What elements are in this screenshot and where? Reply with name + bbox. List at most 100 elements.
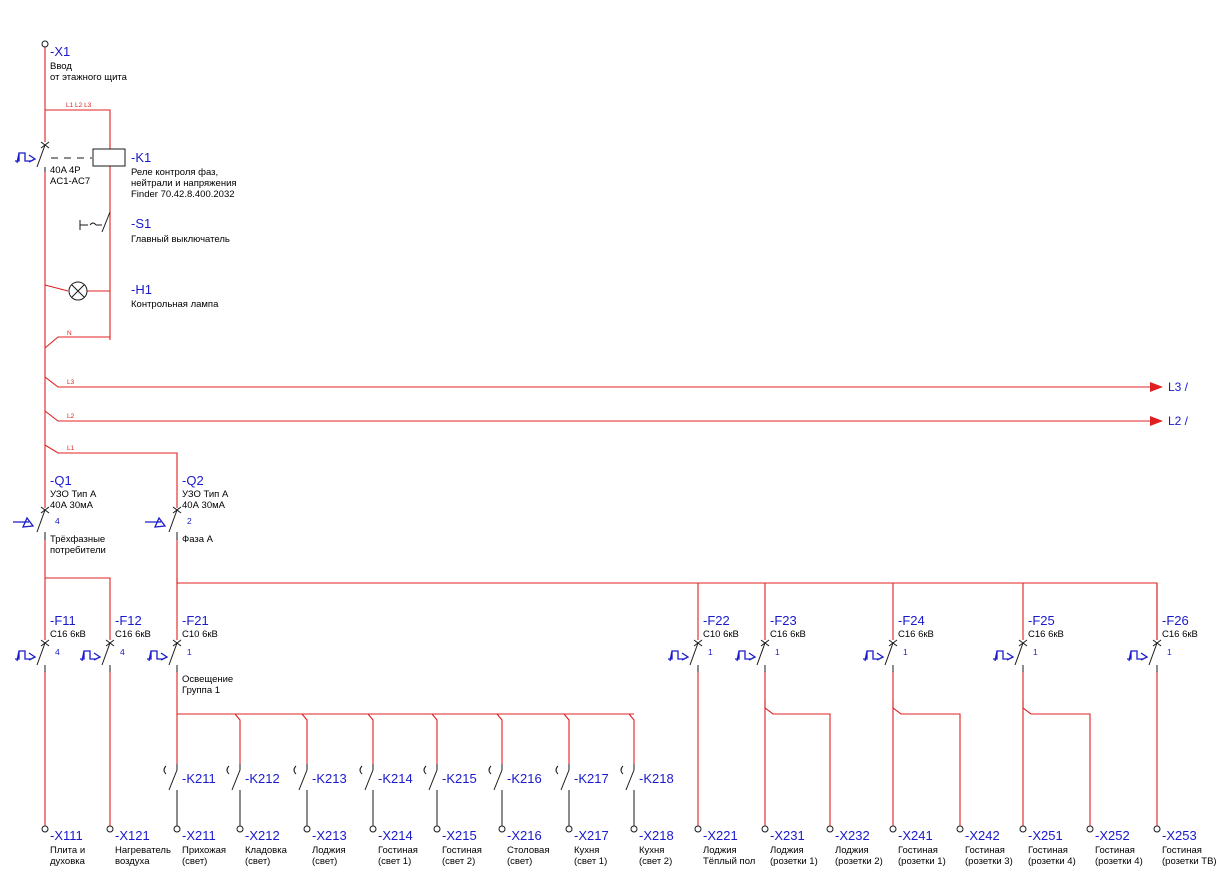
rcd-desc: 40А 30мА [182,500,226,511]
breaker-poles: 1 [187,647,192,657]
breaker-blade [101,642,111,666]
terminal-ref: -X232 [835,828,870,843]
relay-desc: Finder 70.42.8.400.2032 [131,189,235,200]
terminal-desc: (свет) [245,856,270,867]
breaker-blade [36,144,46,168]
lighting-drop [367,713,374,764]
terminal-icon [303,825,311,833]
breaker-blade [1148,642,1158,666]
terminal-ref: -X252 [1095,828,1130,843]
terminal-ref: -X218 [639,828,674,843]
terminal-ref: -X212 [245,828,280,843]
breaker-trip-mark [40,141,50,149]
breaker-trip-mark [1152,639,1162,647]
switch--K216 [488,764,503,826]
contact-blade [364,769,374,791]
rcd-actuator-icon [145,516,167,528]
rcd--Q1 [13,506,50,540]
contact-blade [428,769,438,791]
terminal-ref: -X211 [182,828,216,843]
lighting-drop [563,713,570,764]
terminal-desc: (свет) [312,856,337,867]
relay-supply [45,109,111,340]
terminal-desc: Тёплый пол [703,856,755,867]
contact-mark [226,765,230,775]
breaker-blade [168,642,178,666]
contact-blade [168,769,178,791]
breaker-sub: Группа 1 [182,685,220,696]
terminal-desc: Кухня [639,845,664,856]
lamp-cross-icon [71,284,85,298]
terminal-icon [41,825,49,833]
terminal-icon [106,825,114,833]
breaker--F25 [993,639,1028,672]
breaker--F22 [668,639,703,672]
breaker-trip-mark [40,506,50,514]
terminal-desc: (розетки 1) [770,856,818,867]
terminal-ref: -X121 [115,828,150,843]
switch--K212 [226,764,241,826]
switch-desc: Главный выключатель [131,234,230,245]
breaker-poles: 4 [120,647,125,657]
contact-blade [493,769,503,791]
terminal-desc: духовка [50,856,86,867]
breaker--F11 [15,639,50,672]
lamp-ref: -H1 [131,282,152,297]
contact-mark [488,765,492,775]
input-desc: Ввод [50,61,72,72]
switch-ref: -K214 [378,771,413,786]
lighting-drop [301,713,308,764]
breaker-sub: Освещение [182,674,233,685]
switch-ref: -K211 [182,771,216,786]
main-switch-blade [101,211,111,233]
breaker-poles: 1 [775,647,780,657]
breaker-poles: 1 [1033,647,1038,657]
main-breaker [15,141,50,172]
breaker-blade [756,642,766,666]
switch-ref: -K212 [245,771,280,786]
breaker-rating: C16 6кВ [50,629,86,640]
breaker-trip-mark [40,639,50,647]
breaker-ref: -F11 [50,613,76,628]
breaker-rating: C16 6кВ [1028,629,1064,640]
terminal-icon [1086,825,1094,833]
rcd-actuator-icon [13,516,35,528]
breaker-rating: C16 6кВ [115,629,151,640]
terminal-desc: (свет 1) [378,856,411,867]
terminal-icon [889,825,897,833]
switch--K215 [423,764,438,826]
breaker-trip-mark [105,639,115,647]
switch-ref: -K213 [312,771,347,786]
terminal-icon [565,825,573,833]
terminal-ref: -X214 [378,828,413,843]
breaker-poles: 1 [708,647,713,657]
lighting-bus [176,672,634,715]
pushbutton-icon [79,220,102,230]
contact-blade [560,769,570,791]
terminal-desc: Гостиная [1028,845,1068,856]
rcd-sub: Фаза А [182,534,214,545]
busbar-out-label: L3 / [1168,380,1189,394]
neutral [44,336,110,349]
switch-ref: -S1 [131,216,151,231]
arrow-icon [1150,382,1163,392]
terminal-desc: (свет 2) [442,856,475,867]
terminal-ref: -X213 [312,828,347,843]
busbar-label: L1 [67,445,75,452]
breaker--F12 [80,639,115,672]
contact-mark [423,765,427,775]
switch--K214 [359,764,374,826]
switch--K213 [293,764,308,826]
terminal-desc: Гостиная [965,845,1005,856]
breaker-blade [36,509,46,533]
lamp-feed [44,284,69,292]
breaker-trip-mark [888,639,898,647]
terminal-icon [1019,825,1027,833]
relay-desc: Реле контроля фаз, [131,167,218,178]
terminal-icon [173,825,181,833]
breaker-rating: C16 6кВ [770,629,806,640]
busbar-label: L2 [67,413,75,420]
terminal-ref: -X111 [50,828,83,843]
